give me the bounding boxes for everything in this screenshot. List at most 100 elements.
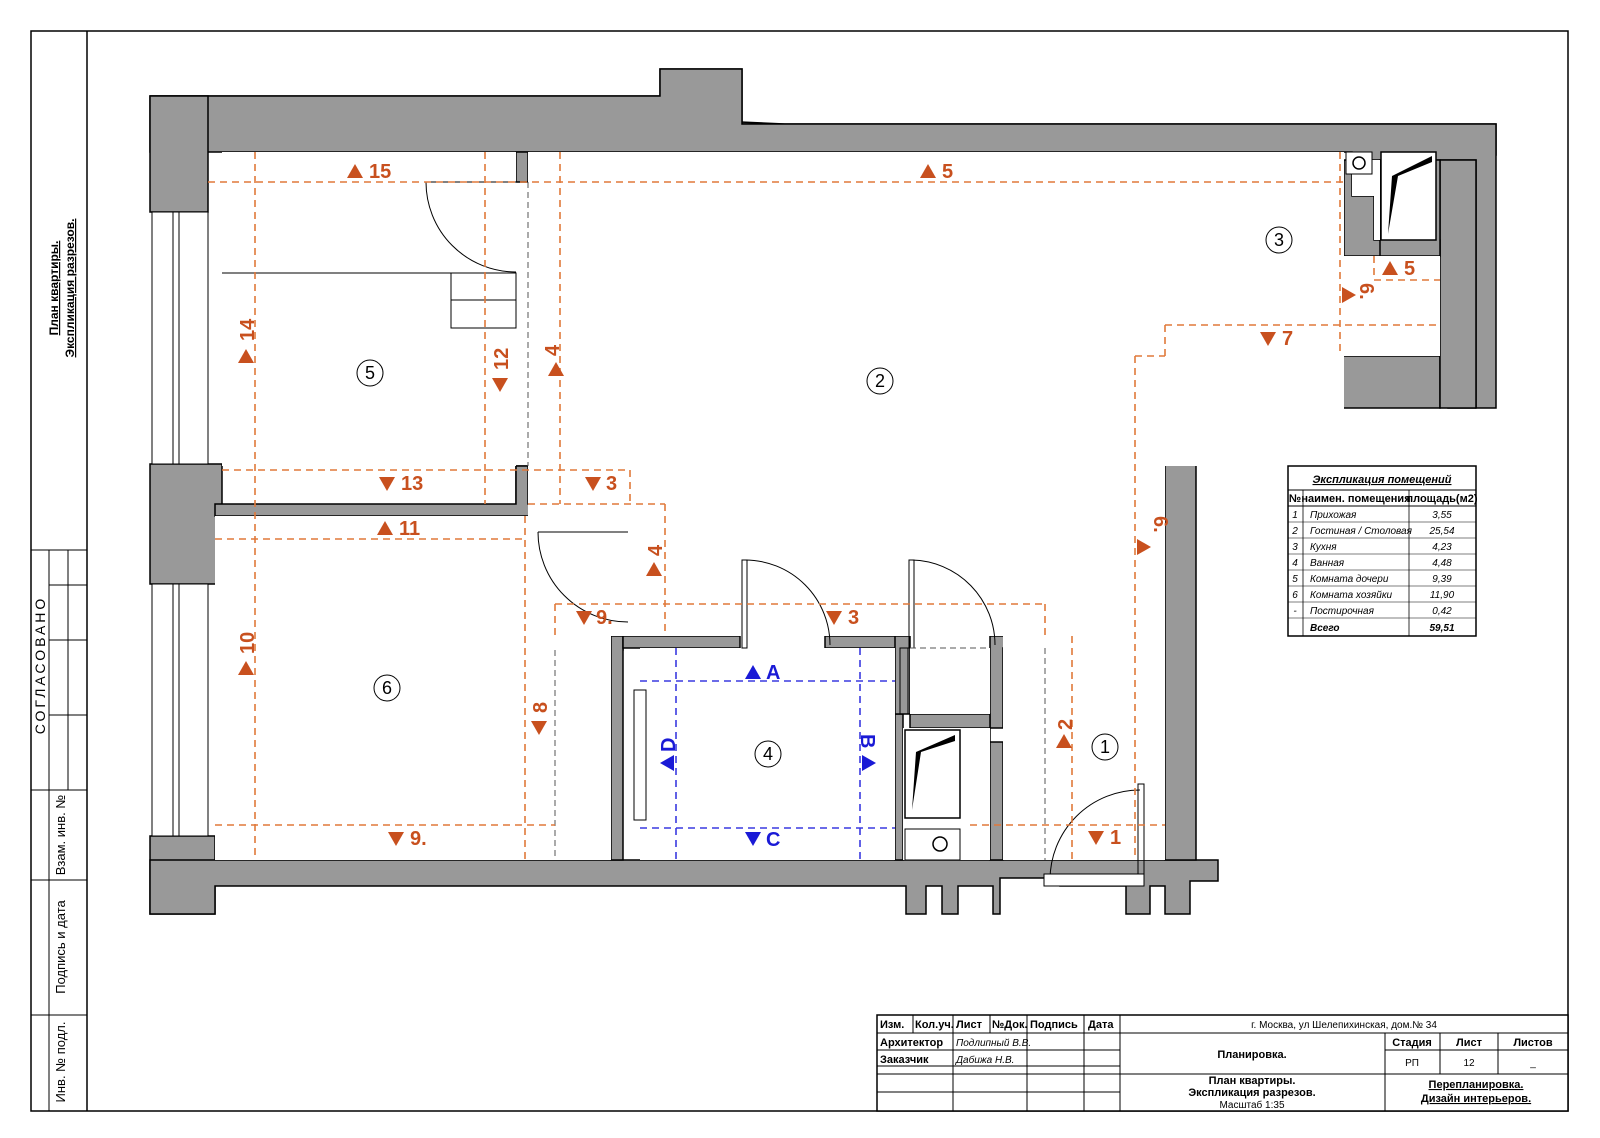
explication-table: Экспликация помещений № наимен. помещени… xyxy=(1287,465,1478,637)
tb-col-kol: Кол.уч. xyxy=(915,1019,954,1031)
explication-cell-area: 11,90 xyxy=(1430,590,1455,601)
explication-header-no: № xyxy=(1289,493,1301,505)
windows xyxy=(151,211,209,837)
tb-sheet-value: 12 xyxy=(1463,1058,1475,1069)
fixtures xyxy=(222,151,1437,861)
explication-frame xyxy=(1287,465,1477,637)
tb-address: г. Москва, ул Шелепихинская, дом.№ 34 xyxy=(1251,1020,1437,1031)
marker-8-arrow xyxy=(531,721,547,735)
marker-9a: 9. xyxy=(596,607,613,629)
tb-drawing-title: Планировка. xyxy=(1217,1049,1286,1061)
kitchen-sink-drain xyxy=(1352,156,1366,170)
marker-12: 12 xyxy=(491,348,513,370)
explication-cell-no: 2 xyxy=(1291,526,1298,537)
tb-scale: Масштаб 1:35 xyxy=(1219,1099,1284,1111)
room-5-circle xyxy=(356,359,384,387)
bath-tub xyxy=(633,689,647,821)
tb-plan-line2: Экспликация разрезов. xyxy=(1188,1087,1315,1099)
side-title-line2: Экспликация разрезов. xyxy=(63,219,77,358)
marker-10-arrow xyxy=(238,661,254,675)
explication-total-value: 59,51 xyxy=(1429,623,1454,634)
marker-3a: 3 xyxy=(606,473,617,495)
explication-cell-area: 4,23 xyxy=(1432,542,1452,553)
marker-13-arrow xyxy=(379,477,395,491)
room6-floor xyxy=(215,516,611,860)
sign-date-label: Подпись и дата xyxy=(53,899,68,993)
marker-15-arrow xyxy=(347,164,363,178)
bath-shelf xyxy=(899,647,909,715)
bath-section-lines xyxy=(640,648,895,860)
explication-header-name: наимен. помещения xyxy=(1301,493,1410,505)
marker-11: 11 xyxy=(399,518,420,540)
marker-14: 14 xyxy=(237,318,259,341)
explication-cell-name: Комната дочери xyxy=(1310,574,1389,585)
approved-label: СОГЛАСОВАНО xyxy=(32,596,48,735)
tb-architect-name: Подлипный В.В. xyxy=(956,1038,1031,1049)
door-entrance-threshold xyxy=(1043,873,1145,887)
explication-cell-no: 5 xyxy=(1292,574,1298,585)
explication-cell-name: Постирочная xyxy=(1310,606,1375,617)
tb-col-izm: Изм. xyxy=(880,1019,904,1031)
marker-B: B xyxy=(856,734,878,748)
wall-bath-right xyxy=(894,713,904,861)
room-4-circle xyxy=(754,740,782,768)
bath-sink-drain xyxy=(932,836,948,852)
door-entrance-arc xyxy=(1049,789,1141,881)
marker-C: C xyxy=(766,829,780,851)
marker-12-arrow xyxy=(492,378,508,392)
explication-cell-name: Комната хозяйки xyxy=(1310,590,1393,601)
marker-6b: 6. xyxy=(1149,516,1171,533)
marker-4a: 4 xyxy=(542,344,564,356)
wall-bath-top-left xyxy=(622,635,741,649)
door-closet-arc xyxy=(911,559,996,646)
tb-stage-value: РП xyxy=(1405,1058,1419,1069)
explication-cell-no: - xyxy=(1293,606,1297,617)
replaced-inv-label: Взам. инв. № xyxy=(53,795,68,876)
marker-D: D xyxy=(658,738,680,752)
room1-floor xyxy=(1003,636,1165,860)
marker-10: 10 xyxy=(237,632,259,654)
window-room5 xyxy=(151,211,209,465)
side-stamp-frame xyxy=(30,549,88,1112)
explication-header-area: площадь(м2) xyxy=(1406,493,1477,505)
room-6-label: 6 xyxy=(382,678,392,698)
explication-cell-area: 9,39 xyxy=(1432,574,1452,585)
closet-floor xyxy=(910,648,990,714)
room2-floor-top xyxy=(528,152,1344,466)
marker-9b: 9. xyxy=(410,828,427,850)
marker-2: 2 xyxy=(1055,719,1077,730)
room-6-circle xyxy=(373,674,401,702)
marker-1-arrow xyxy=(1088,831,1104,845)
wall-closet-bottom xyxy=(909,713,991,729)
tb-plan-line1: План квартиры. xyxy=(1209,1075,1296,1087)
marker-14-arrow xyxy=(238,349,254,363)
explication-cell-area: 25,54 xyxy=(1428,526,1454,537)
marker-15: 15 xyxy=(369,161,391,183)
marker-2-arrow xyxy=(1056,734,1072,748)
room-labels: 1 2 3 4 5 6 xyxy=(356,226,1293,768)
room-interiors xyxy=(215,152,1440,860)
side-panel: План квартиры. Экспликация разрезов. СОГ… xyxy=(30,219,88,1112)
marker-5b-arrow xyxy=(1382,261,1398,275)
marker-A-arrow xyxy=(745,665,761,679)
room-3-label: 3 xyxy=(1274,230,1284,250)
tb-col-list: Лист xyxy=(956,1019,983,1031)
explication-title: Экспликация помещений xyxy=(1313,474,1452,486)
marker-3b: 3 xyxy=(848,607,859,629)
marker-6b-arrow xyxy=(1137,539,1151,555)
door-room6-arc xyxy=(537,531,629,623)
tb-sheets-label: Листов xyxy=(1513,1037,1553,1049)
wall-partition-top xyxy=(515,151,529,183)
explication-cell-area: 0,42 xyxy=(1432,606,1452,617)
tb-col-doc: №Док. xyxy=(992,1019,1028,1031)
tb-customer-label: Заказчик xyxy=(880,1054,929,1066)
marker-7: 7 xyxy=(1282,328,1293,350)
marker-C-arrow xyxy=(745,832,761,846)
side-title-line1: План квартиры. xyxy=(47,241,61,336)
tb-project-line1: Перепланировка. xyxy=(1429,1079,1524,1091)
room-1-circle xyxy=(1091,733,1119,761)
explication-cell-name: Ванная xyxy=(1310,558,1345,569)
door-room5-arc xyxy=(425,181,517,273)
section-markers: 15 5 5 14 10 4 4 2 11 12 13 3 9. 3 8 9. … xyxy=(237,161,1415,851)
tb-stage-label: Стадия xyxy=(1392,1037,1432,1049)
